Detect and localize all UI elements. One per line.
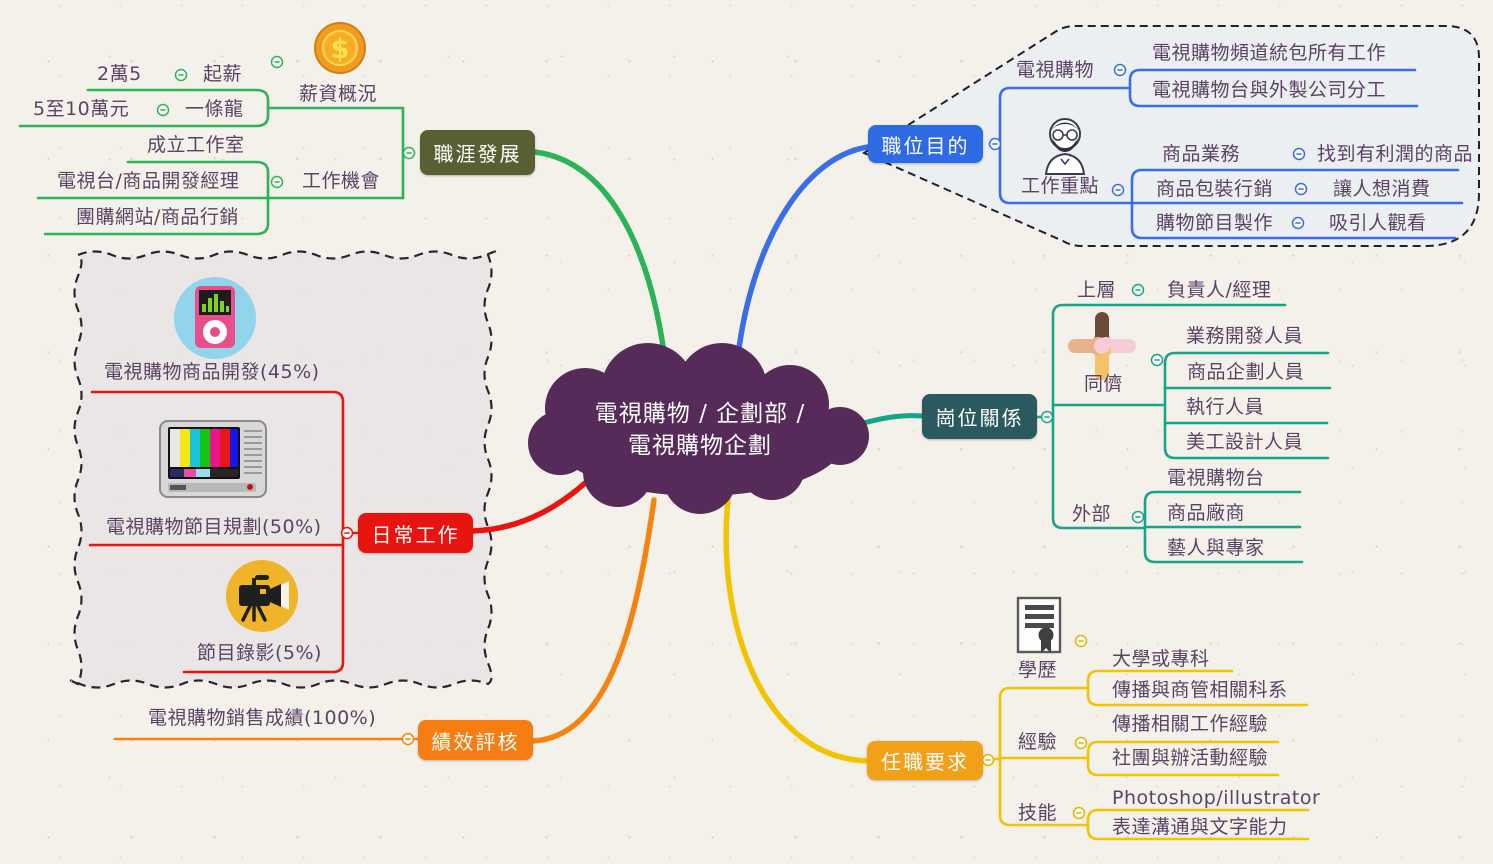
collapse-toggle-icon[interactable] [401,732,415,746]
node-performance[interactable]: 績效評核 [418,720,533,760]
collapse-toggle-icon[interactable] [1291,216,1305,230]
performance-curve [530,497,657,744]
career-jobs-label[interactable]: 工作機會 [302,170,381,192]
collapse-toggle-icon[interactable] [270,175,284,189]
video-camera-icon [226,560,298,632]
career-start-salary-label[interactable]: 起薪 [203,63,243,85]
daily-show-planning[interactable]: 電視購物節目規劃(50%) [106,516,322,538]
career-job-studio[interactable]: 成立工作室 [147,134,245,156]
req-skills-label[interactable]: 技能 [1018,802,1058,824]
purpose-region-boundary [861,25,1480,247]
daily-curve [470,470,599,534]
coin-dollar-symbol: $ [331,34,350,65]
requirements-lines [981,669,1310,841]
career-one-stop-label[interactable]: 一條龍 [185,98,244,120]
req-education-label[interactable]: 學歷 [1018,659,1058,681]
node-requirements[interactable]: 任職要求 [867,741,983,780]
collapse-toggle-icon[interactable] [1074,736,1088,750]
career-curve [532,149,671,388]
collapse-toggle-icon[interactable] [981,753,995,767]
central-topic[interactable]: 電視購物 / 企劃部 / 電視購物企劃 [555,398,845,462]
purpose-focus2-value[interactable]: 讓人想消費 [1333,178,1431,200]
collapse-toggle-icon[interactable] [1113,63,1127,77]
career-salary-label[interactable]: 薪資概況 [299,83,378,105]
certificate-icon [1016,596,1062,654]
purpose-focus2-label[interactable]: 商品包裝行銷 [1156,178,1274,200]
requirements-curve [723,496,870,764]
bearded-man-icon [1044,118,1086,175]
req-exp2[interactable]: 社團與辦活動經驗 [1112,747,1269,769]
purpose-focus3-value[interactable]: 吸引人觀看 [1329,212,1427,234]
collapse-toggle-icon[interactable] [402,146,416,160]
relations-upper-label[interactable]: 上層 [1077,279,1117,301]
req-experience-label[interactable]: 經驗 [1018,731,1058,753]
req-edu1[interactable]: 大學或專科 [1112,648,1210,670]
relations-peer4[interactable]: 美工設計人員 [1186,431,1304,453]
relations-peer3[interactable]: 執行人員 [1186,396,1265,418]
purpose-tvshopping-item2[interactable]: 電視購物台與外製公司分工 [1152,79,1387,101]
central-topic-line2: 電視購物企劃 [628,433,772,459]
relations-ext3[interactable]: 藝人與專家 [1167,537,1265,559]
purpose-curve [733,144,871,381]
career-start-salary-value[interactable]: 2萬5 [97,63,142,85]
career-one-stop-value[interactable]: 5至10萬元 [33,98,130,120]
collapse-toggle-icon[interactable] [988,137,1002,151]
central-topic-line1: 電視購物 / 企劃部 / [594,401,806,427]
collapse-toggle-icon[interactable] [1040,410,1054,424]
purpose-tvshopping-item1[interactable]: 電視購物頻道統包所有工作 [1152,42,1387,64]
music-player-icon [174,277,256,359]
daily-region-boundary [69,250,497,689]
node-daily[interactable]: 日常工作 [358,513,473,553]
node-relations[interactable]: 崗位關係 [922,394,1037,439]
tv-icon [159,420,267,498]
collapse-toggle-icon[interactable] [1150,353,1164,367]
relations-peer1[interactable]: 業務開發人員 [1186,325,1304,347]
collapse-toggle-icon[interactable] [1072,806,1086,820]
collapse-toggle-icon[interactable] [1111,183,1125,197]
daily-product-dev[interactable]: 電視購物商品開發(45%) [104,361,320,383]
purpose-focus1-value[interactable]: 找到有利潤的商品 [1317,143,1474,165]
collapse-toggle-icon[interactable] [1074,634,1088,648]
purpose-focus1-label[interactable]: 商品業務 [1162,143,1241,165]
collapse-toggle-icon[interactable] [1131,510,1145,524]
relations-peer2[interactable]: 商品企劃人員 [1187,361,1305,383]
relations-upper-value[interactable]: 負責人/經理 [1167,279,1272,301]
req-skill2[interactable]: 表達溝通與文字能力 [1112,816,1288,838]
hands-together-icon [1068,312,1136,380]
collapse-toggle-icon[interactable] [270,55,284,69]
collapse-toggle-icon[interactable] [1131,283,1145,297]
career-job-tv-manager[interactable]: 電視台/商品開發經理 [57,170,240,192]
center-cloud[interactable] [528,343,869,514]
collapse-toggle-icon[interactable] [1292,147,1306,161]
collapse-toggle-icon[interactable] [340,526,354,540]
collapse-toggle-icon[interactable] [1294,182,1308,196]
node-purpose[interactable]: 職位目的 [868,125,983,163]
req-skill1[interactable]: Photoshop/illustrator [1112,787,1321,809]
daily-recording[interactable]: 節目錄影(5%) [197,642,322,664]
relations-peers-label[interactable]: 同儕 [1084,373,1124,395]
coin-dollar-icon: $ [314,22,366,74]
req-exp1[interactable]: 傳播相關工作經驗 [1112,713,1269,735]
collapse-toggle-icon[interactable] [156,103,170,117]
career-job-groupbuy[interactable]: 團購網站/商品行銷 [76,206,239,228]
purpose-focus3-label[interactable]: 購物節目製作 [1156,212,1274,234]
collapse-toggle-icon[interactable] [174,68,188,82]
performance-sales[interactable]: 電視購物銷售成績(100%) [148,707,377,729]
relations-ext1[interactable]: 電視購物台 [1167,467,1265,489]
node-career[interactable]: 職涯發展 [420,130,535,175]
relations-external-label[interactable]: 外部 [1072,503,1112,525]
purpose-focus-label[interactable]: 工作重點 [1021,175,1100,197]
main-branch-curves [470,144,925,764]
purpose-tvshopping-label[interactable]: 電視購物 [1016,59,1095,81]
relations-ext2[interactable]: 商品廠商 [1167,502,1246,524]
req-edu2[interactable]: 傳播與商管相關科系 [1112,679,1288,701]
